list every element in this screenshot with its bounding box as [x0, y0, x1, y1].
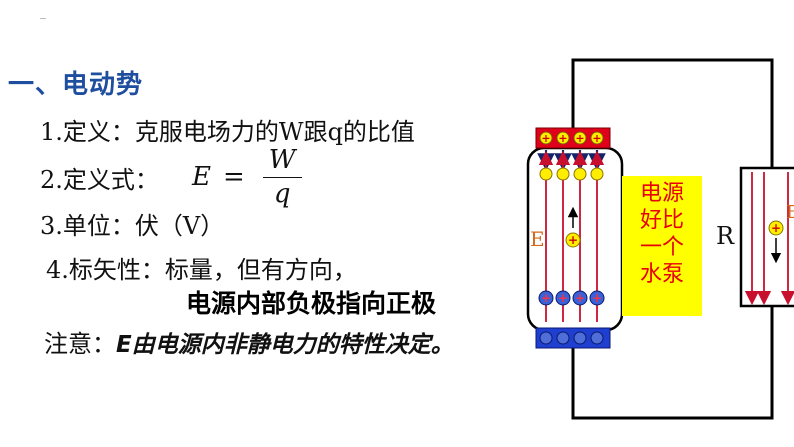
definition-line: 1.定义：克服电场力的W跟q的比值 [40, 118, 415, 146]
charges-bottom: + + + + [538, 290, 605, 306]
resistor-charge [768, 220, 784, 236]
formula-denominator: q [273, 178, 291, 209]
charges-top [539, 167, 604, 181]
note-line: 注意：E由电源内非静电力的特性决定。 [44, 324, 454, 359]
formula-label: 2.定义式： [40, 166, 159, 194]
unit-line: 3.单位：伏（V） [40, 212, 225, 240]
resistor-charge-sign: + [771, 221, 781, 235]
resistor-box [739, 166, 794, 308]
note-label: 注意： [44, 330, 116, 358]
svg-text:+: + [592, 132, 601, 145]
resistor-field-lines [744, 172, 794, 306]
circuit-wire-bottom [571, 306, 774, 420]
svg-text:+: + [592, 291, 602, 305]
formula-lhs: E [192, 162, 211, 193]
note-text: E由电源内非静电力的特性决定。 [116, 332, 454, 358]
moving-charge-sign: + [568, 233, 578, 247]
source-field-label: E [530, 227, 545, 251]
pump-analogy-box: 电源 好比 一个 水泵 [622, 176, 702, 316]
moving-charge [565, 232, 581, 248]
direction-emphasis: 电源内部负极指向正极 [186, 289, 437, 318]
svg-text:+: + [541, 291, 551, 305]
formula-numerator: W [262, 146, 302, 178]
emf-formula: E = W q [192, 146, 302, 208]
resistor-label: R [716, 222, 735, 250]
resistor-field-label: E [786, 202, 794, 223]
vector-line: 4.标矢性：标量，但有方向， [46, 256, 357, 284]
svg-text:+: + [575, 132, 584, 145]
decorative-tick [40, 18, 46, 19]
positive-plate [535, 127, 611, 149]
positive-plate-charges: + + + + [539, 131, 604, 145]
circuit-wire [571, 58, 774, 168]
svg-text:+: + [541, 132, 550, 145]
formula-fraction: W q [262, 146, 302, 209]
formula-equals: = [222, 162, 245, 193]
pump-line-2: 好比 [639, 208, 684, 233]
section-title: 一、电动势 [8, 70, 144, 100]
negative-plate-charges [539, 331, 604, 345]
negative-plate [535, 327, 611, 349]
pump-line-1: 电源 [639, 181, 684, 206]
svg-text:+: + [558, 132, 567, 145]
pump-line-4: 水泵 [639, 262, 684, 287]
pump-line-3: 一个 [639, 235, 684, 260]
svg-text:+: + [558, 291, 568, 305]
svg-text:+: + [575, 291, 585, 305]
